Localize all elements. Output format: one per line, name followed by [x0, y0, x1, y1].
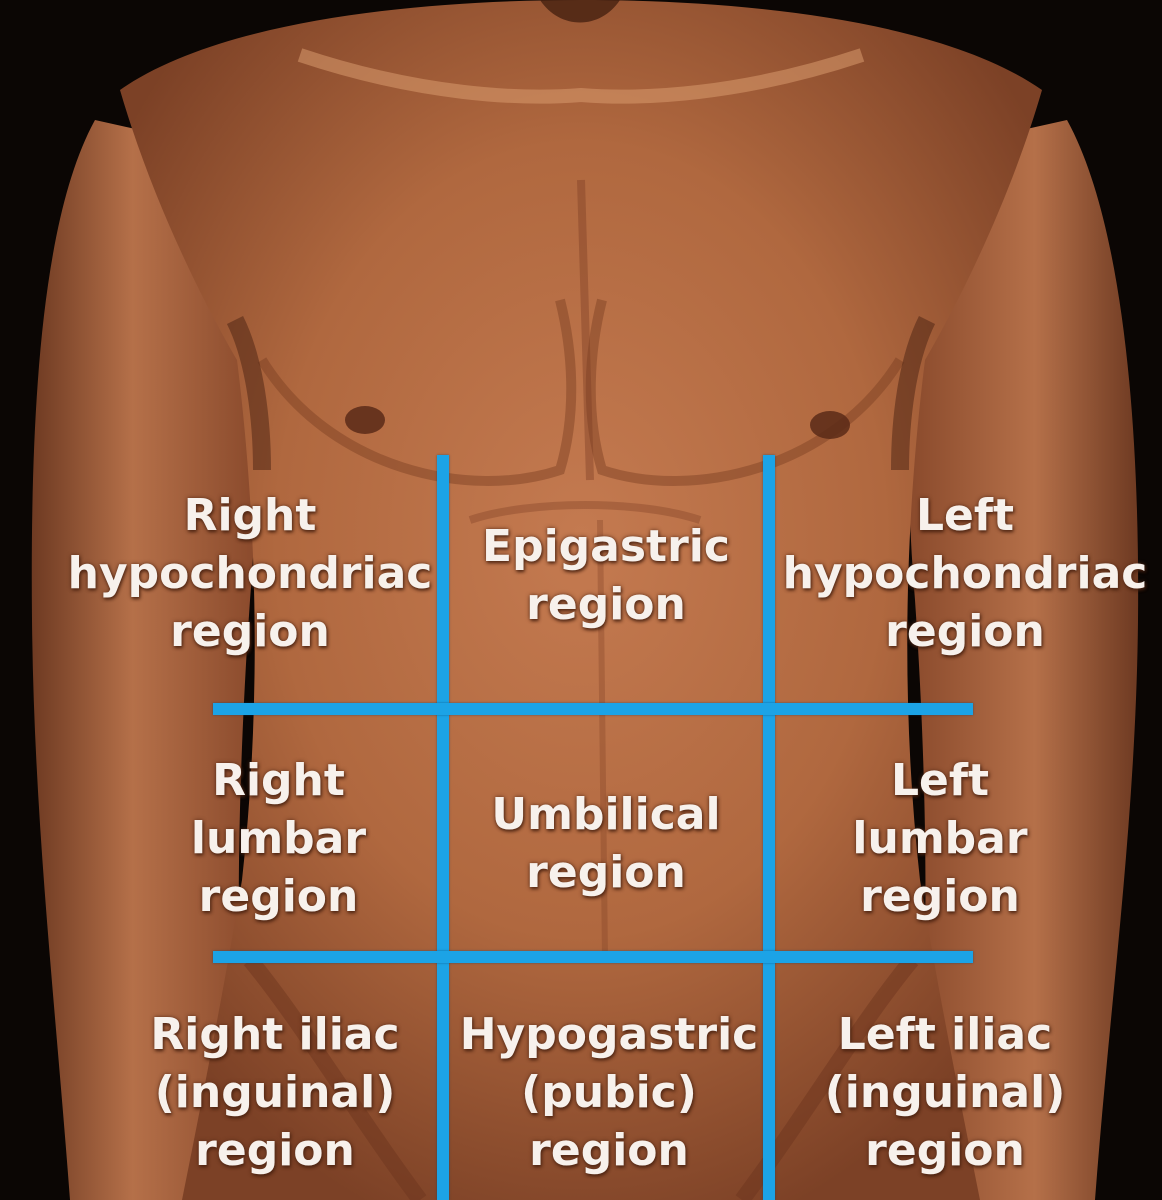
- right-iliac-region-label: Right iliac (inguinal) region: [150, 1009, 400, 1176]
- horizontal-line-upper: [213, 703, 973, 715]
- left-iliac-region-label: Left iliac (inguinal) region: [824, 1009, 1066, 1176]
- left-lumbar-region-label: Left lumbar region: [852, 755, 1028, 922]
- right-hypochondriac-region-label: Right hypochondriac region: [67, 490, 433, 657]
- vertical-line-right: [437, 455, 449, 1200]
- epigastric-region-label: Epigastric region: [482, 521, 730, 630]
- hypogastric-region-label: Hypogastric (pubic) region: [459, 1009, 759, 1176]
- right-lumbar-region-label: Right lumbar region: [190, 755, 367, 922]
- vertical-line-left: [763, 455, 775, 1200]
- umbilical-region-label: Umbilical region: [491, 789, 721, 898]
- horizontal-line-lower: [213, 951, 973, 963]
- left-hypochondriac-region-label: Left hypochondriac region: [782, 490, 1148, 657]
